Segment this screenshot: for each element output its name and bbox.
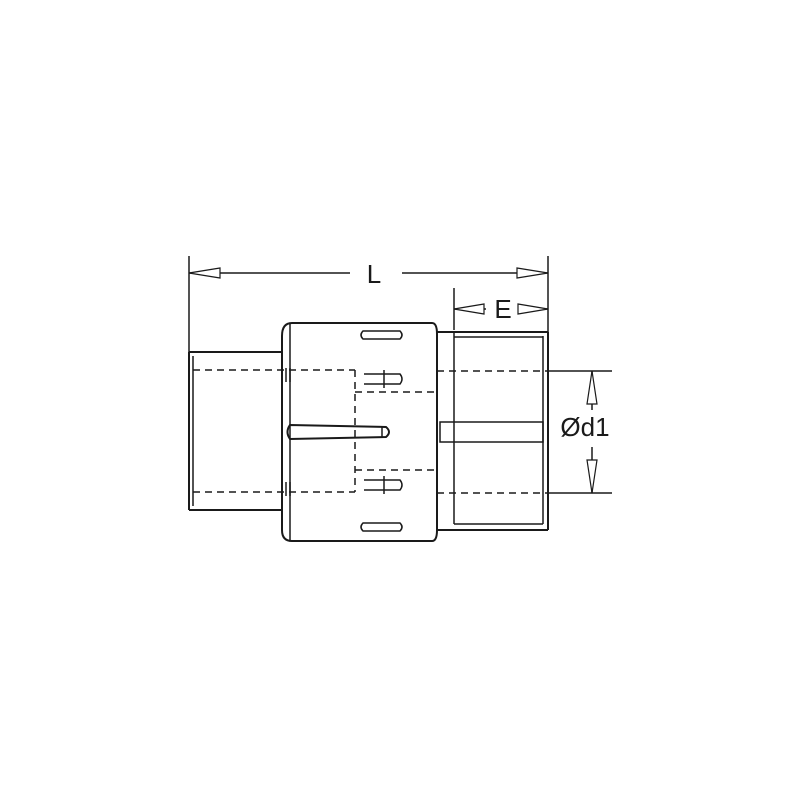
dimension-d1: Ød1 xyxy=(548,370,612,494)
hidden-lines xyxy=(193,369,548,494)
arrowhead-e-left xyxy=(453,303,485,315)
left-spigot xyxy=(188,351,282,511)
collar-pins xyxy=(286,330,403,532)
pin-lower xyxy=(364,479,403,491)
pin-center xyxy=(286,423,390,441)
dimension-label-d1: Ød1 xyxy=(560,412,609,442)
arrowhead-d1-bottom xyxy=(586,459,598,494)
pin-slot-bottom xyxy=(360,522,403,532)
dimension-label-e: E xyxy=(494,294,511,324)
arrowhead-l-right xyxy=(516,267,549,279)
arrowhead-d1-top xyxy=(586,370,598,405)
collar-body xyxy=(281,322,438,542)
dimension-label-l: L xyxy=(367,259,381,289)
pin-upper xyxy=(364,373,403,385)
arrowhead-l-left xyxy=(188,267,221,279)
socket-groove xyxy=(439,421,544,443)
right-socket xyxy=(437,331,549,531)
arrowhead-e-right xyxy=(517,303,549,315)
pin-slot-top xyxy=(360,330,403,340)
dimension-l: L xyxy=(188,256,549,352)
dimension-e: E xyxy=(453,288,549,330)
